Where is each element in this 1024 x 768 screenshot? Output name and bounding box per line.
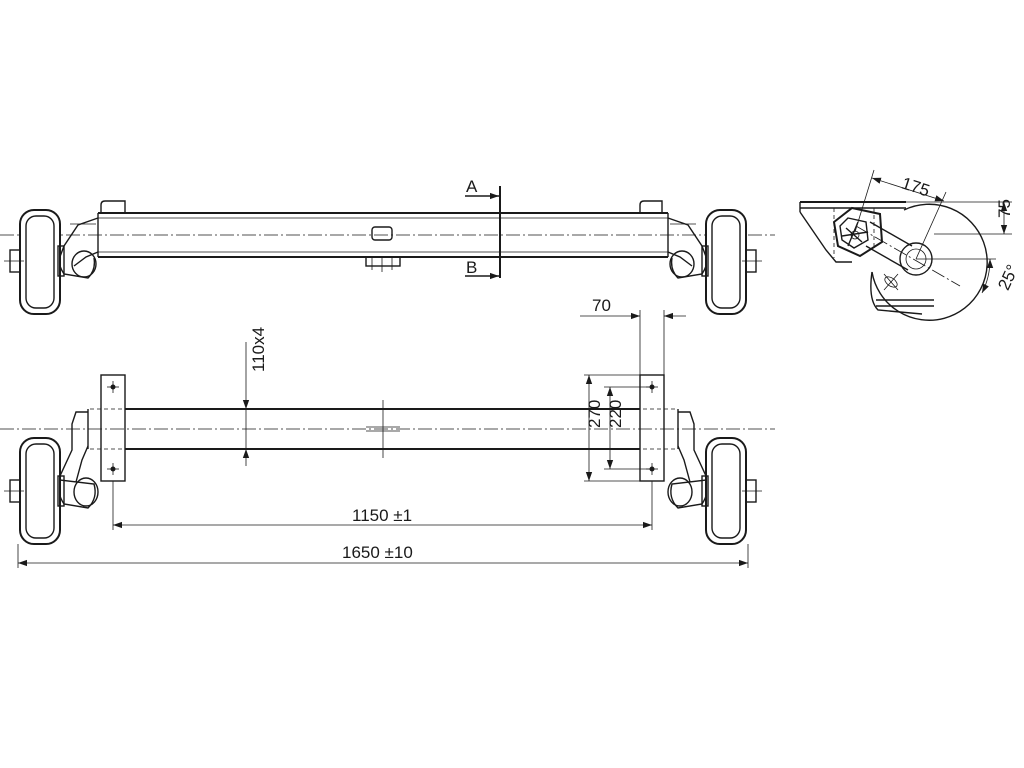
dim-bracket-width: 70 — [592, 296, 611, 315]
top-view: A B — [0, 177, 775, 315]
dim-arm-drop-lines — [906, 201, 1012, 235]
dim-heights-lines — [584, 374, 652, 482]
dim-arm-angle: 25° — [994, 262, 1022, 293]
front-right-bracket — [639, 374, 665, 482]
dim-arm-length: 175 — [899, 174, 932, 201]
dim-overall-width-lines — [17, 544, 749, 568]
top-left-wheel — [4, 209, 65, 315]
top-left-hook — [100, 200, 126, 213]
dim-outer-height: 270 — [585, 400, 604, 428]
front-view: 110x4 70 270 220 1150 ±1 — [0, 296, 775, 568]
dim-arm-length-lines — [854, 169, 947, 260]
side-view: 175 75 25° — [799, 169, 1022, 321]
side-axle-profile — [832, 206, 884, 258]
front-axle-tube — [0, 400, 775, 458]
dim-tube-section: 110x4 — [249, 327, 268, 372]
dim-mount-spacing-lines — [112, 481, 653, 530]
top-right-hook — [639, 200, 663, 213]
section-marker — [465, 186, 501, 280]
dim-inner-height: 220 — [606, 400, 625, 428]
top-center-clamp — [365, 226, 401, 272]
section-label-a: A — [466, 177, 478, 196]
section-label-b: B — [466, 258, 477, 277]
dim-bracket-width-lines — [580, 310, 686, 375]
dim-overall-width: 1650 ±10 — [342, 543, 413, 562]
dim-arm-drop: 75 — [995, 199, 1014, 218]
dim-arm-angle-lines — [916, 258, 996, 294]
top-right-wheel — [701, 209, 762, 315]
top-axle-tube — [0, 212, 775, 258]
side-brake-drum — [870, 203, 988, 321]
dim-mount-spacing: 1150 ±1 — [352, 506, 412, 525]
front-left-bracket — [100, 374, 126, 482]
front-left-wheel — [4, 437, 65, 545]
front-right-wheel — [701, 437, 762, 545]
